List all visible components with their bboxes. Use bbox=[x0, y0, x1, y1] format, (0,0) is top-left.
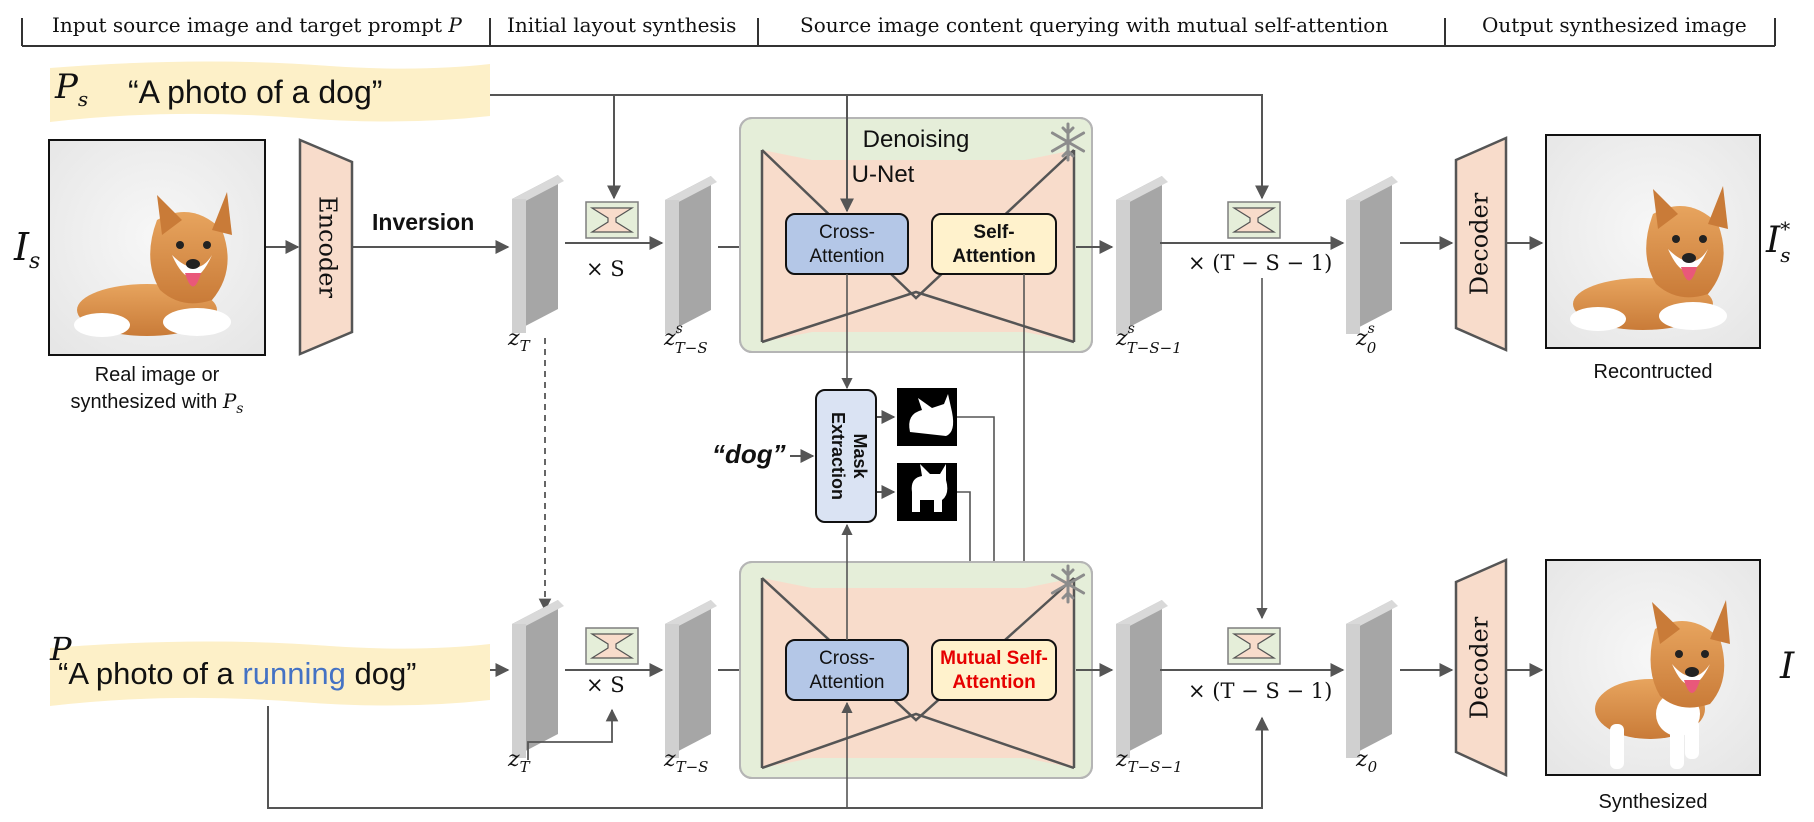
reconstructed-image bbox=[1545, 134, 1761, 349]
latent-zTS1-source bbox=[1116, 176, 1168, 334]
mask-source-thumbnail bbox=[897, 388, 957, 446]
times-s-bottom: × S bbox=[586, 673, 625, 697]
times-rest-top: × (T − S − 1) bbox=[1188, 251, 1332, 275]
target-prompt: P “A photo of a running dog” bbox=[49, 630, 490, 706]
svg-text:Attention: Attention bbox=[952, 246, 1035, 267]
label-zT-target: zT bbox=[507, 747, 531, 776]
latent-z0-target bbox=[1346, 600, 1398, 758]
input-caption-line1: Real image or bbox=[95, 364, 220, 386]
svg-text:Cross-: Cross- bbox=[819, 648, 875, 669]
mutual-self-attention: Mutual Self- Attention bbox=[931, 639, 1057, 701]
label-zT-source: zT bbox=[507, 326, 531, 355]
latent-zTS-source bbox=[665, 176, 717, 334]
mini-unet-top-2 bbox=[1227, 201, 1281, 239]
target-prompt-text: “A photo of a running dog” bbox=[58, 656, 417, 691]
latent-zT-target bbox=[512, 600, 564, 758]
svg-text:Mutual Self-: Mutual Self- bbox=[940, 648, 1048, 669]
stage3-title: Source image content querying with mutua… bbox=[800, 13, 1388, 37]
svg-text:Mask: Mask bbox=[850, 433, 870, 479]
mask-target-thumbnail bbox=[897, 463, 957, 521]
unet-title-2: U-Net bbox=[852, 161, 915, 188]
svg-text:Self-: Self- bbox=[973, 222, 1014, 243]
svg-text:Attention: Attention bbox=[810, 246, 885, 267]
mini-unet-top-1 bbox=[585, 201, 639, 239]
stage2-title: Initial layout synthesis bbox=[507, 13, 736, 37]
mini-unet-bottom-1 bbox=[585, 627, 639, 665]
input-caption-line2: synthesized with Ps bbox=[71, 389, 244, 417]
latent-z0-source bbox=[1346, 176, 1398, 334]
mini-unet-bottom-2 bbox=[1227, 627, 1281, 665]
latent-zTS-target bbox=[665, 600, 717, 758]
svg-text:Extraction: Extraction bbox=[828, 412, 848, 500]
latent-zT-source bbox=[512, 175, 564, 333]
source-prompt: Ps “A photo of a dog” bbox=[50, 61, 490, 122]
times-rest-bottom: × (T − S − 1) bbox=[1188, 679, 1332, 703]
unet-bottom bbox=[739, 561, 1093, 779]
input-image bbox=[48, 139, 266, 356]
dog-token-label: “dog” bbox=[712, 439, 786, 469]
cross-attention-bottom: Cross- Attention bbox=[785, 639, 909, 701]
target-prompt-symbol: P bbox=[49, 630, 72, 668]
inversion-label: Inversion bbox=[372, 209, 474, 235]
synthesized-image bbox=[1545, 559, 1761, 776]
label-zTS-target: zT−S bbox=[663, 747, 708, 776]
source-prompt-text: “A photo of a dog” bbox=[128, 74, 382, 110]
times-s-top: × S bbox=[586, 257, 625, 281]
decoder-top: Decoder bbox=[1454, 136, 1508, 352]
decoder-bottom: Decoder bbox=[1454, 558, 1508, 777]
svg-text:Cross-: Cross- bbox=[819, 222, 875, 243]
latent-zTS1-target bbox=[1116, 600, 1168, 758]
encoder-block: Encoder bbox=[298, 138, 354, 356]
label-zTS1-target: zT−S−1 bbox=[1115, 747, 1183, 776]
stage4-title: Output synthesized image bbox=[1482, 13, 1747, 37]
cross-attention-top: Cross- Attention bbox=[785, 213, 909, 275]
svg-text:Decoder: Decoder bbox=[1466, 192, 1494, 295]
svg-text:Attention: Attention bbox=[952, 672, 1035, 693]
unet-title-1: Denoising bbox=[863, 126, 970, 153]
unet-top: Denoising U-Net bbox=[739, 117, 1093, 353]
label-z0-target: z0 bbox=[1355, 747, 1378, 776]
encoder-label: Encoder bbox=[314, 196, 342, 298]
svg-text:Decoder: Decoder bbox=[1466, 616, 1494, 719]
output-symbol-top: I*s bbox=[1765, 217, 1791, 267]
stage-header: Input source image and target prompt P I… bbox=[21, 13, 1776, 47]
svg-text:Attention: Attention bbox=[810, 672, 885, 693]
self-attention-top: Self- Attention bbox=[931, 213, 1057, 275]
stage1-title: Input source image and target prompt P bbox=[52, 13, 462, 37]
output-symbol-bottom: I bbox=[1779, 646, 1795, 687]
reconstructed-caption: Recontructed bbox=[1594, 361, 1713, 383]
mask-extraction: Mask Extraction bbox=[815, 389, 877, 523]
input-image-symbol: Is bbox=[13, 225, 40, 274]
source-prompt-symbol: Ps bbox=[54, 67, 88, 111]
synthesized-caption: Synthesized bbox=[1599, 791, 1708, 813]
